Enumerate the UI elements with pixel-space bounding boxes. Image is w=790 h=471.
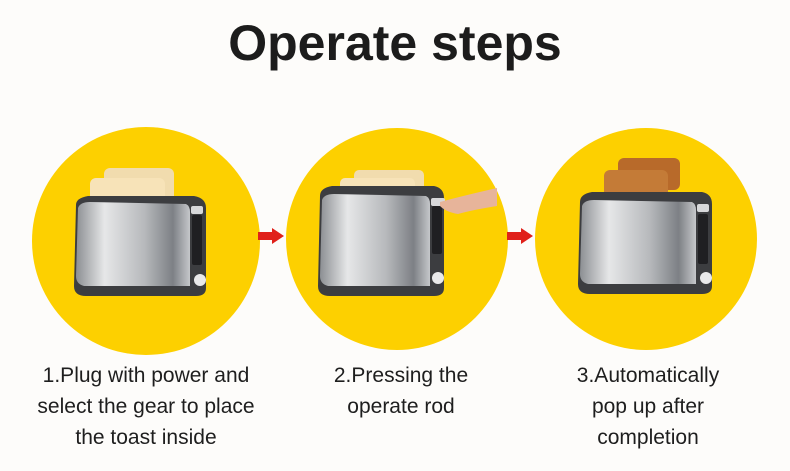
hand-pressing-toaster-image (318, 170, 497, 296)
step-3-caption: 3.Automatically pop up after completion (548, 360, 748, 453)
step-2-line-2: operate rod (347, 395, 455, 418)
step-3-line-2: pop up after (591, 395, 705, 418)
toaster-toasted-bread-image (578, 158, 712, 294)
step-2-line-1: 2.Pressing the (333, 364, 469, 387)
step-3-line-3: completion (597, 426, 699, 449)
step-1-caption: 1.Plug with power and select the gear to… (0, 360, 292, 453)
page-title: Operate steps (228, 15, 562, 71)
step-2-caption: 2.Pressing the operate rod (296, 360, 506, 422)
step-3-line-1: 3.Automatically (576, 364, 720, 387)
right-arrow-icon (507, 228, 533, 244)
step-1-line-3: the toast inside (75, 426, 217, 449)
step-1-line-2: select the gear to place (37, 395, 255, 418)
right-arrow-icon (258, 228, 284, 244)
toaster-bread-image (74, 168, 206, 296)
step-1-line-1: 1.Plug with power and (42, 364, 250, 387)
